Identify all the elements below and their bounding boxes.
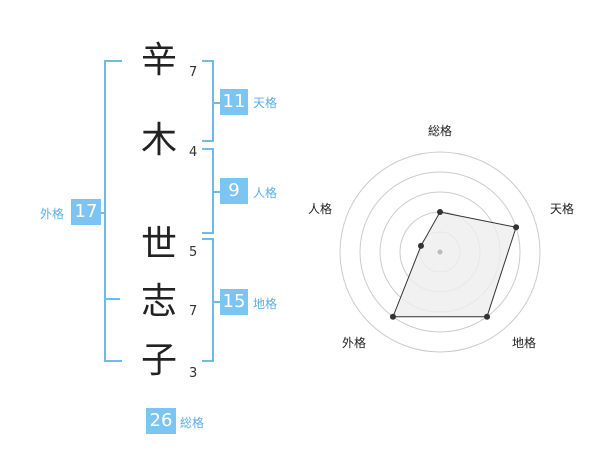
tenkaku-connector xyxy=(214,102,220,104)
stroke-count-1: 7 xyxy=(189,65,198,80)
stroke-count-2: 4 xyxy=(189,145,198,160)
jinkaku-connector xyxy=(214,191,220,193)
radar-point-gaikaku xyxy=(389,313,396,320)
gaikaku-label: 外格 xyxy=(40,207,65,221)
chikaku-bracket xyxy=(202,238,214,362)
name-char-5: 子 xyxy=(140,340,177,381)
gaikaku-connector xyxy=(98,212,104,214)
stroke-count-3: 5 xyxy=(189,245,198,260)
soukaku-value-badge: 26 xyxy=(146,408,176,434)
chikaku-connector xyxy=(214,301,220,303)
radar-grid-ring-4 xyxy=(359,171,521,333)
name-char-1: 辛 xyxy=(140,40,177,81)
tenkaku-bracket xyxy=(202,60,214,142)
gaikaku-value-badge: 17 xyxy=(71,199,101,225)
tenkaku-value-badge: 11 xyxy=(220,89,248,115)
jinkaku-bracket xyxy=(202,148,214,234)
radar-area xyxy=(392,211,517,318)
stroke-count-4: 7 xyxy=(189,304,198,319)
radar-point-chikaku xyxy=(484,313,491,320)
radar-point-jinkaku xyxy=(417,242,424,249)
radar-label-tenkaku: 天格 xyxy=(550,202,575,216)
radar-label-jinkaku: 人格 xyxy=(308,202,333,216)
radar-label-soukaku: 総格 xyxy=(428,124,453,138)
tenkaku-label: 天格 xyxy=(253,96,278,110)
jinkaku-label: 人格 xyxy=(253,186,278,200)
radar-point-soukaku xyxy=(437,209,443,215)
name-char-3: 世 xyxy=(140,224,177,265)
radar-label-gaikaku: 外格 xyxy=(342,336,367,350)
soukaku-label: 総格 xyxy=(180,416,205,430)
radar-center xyxy=(437,249,443,255)
gaikaku-bracket-split xyxy=(104,298,120,300)
name-char-2: 木 xyxy=(140,120,177,161)
gaikaku-bracket xyxy=(104,60,122,362)
chikaku-value-badge: 15 xyxy=(220,289,248,315)
radar-label-chikaku: 地格 xyxy=(512,336,537,350)
jinkaku-value-badge: 9 xyxy=(220,178,248,204)
radar-grid-ring-5 xyxy=(339,151,541,353)
radar-point-tenkaku xyxy=(513,224,520,231)
name-char-4: 志 xyxy=(140,281,177,322)
stroke-count-5: 3 xyxy=(189,366,198,381)
chikaku-label: 地格 xyxy=(253,297,278,311)
